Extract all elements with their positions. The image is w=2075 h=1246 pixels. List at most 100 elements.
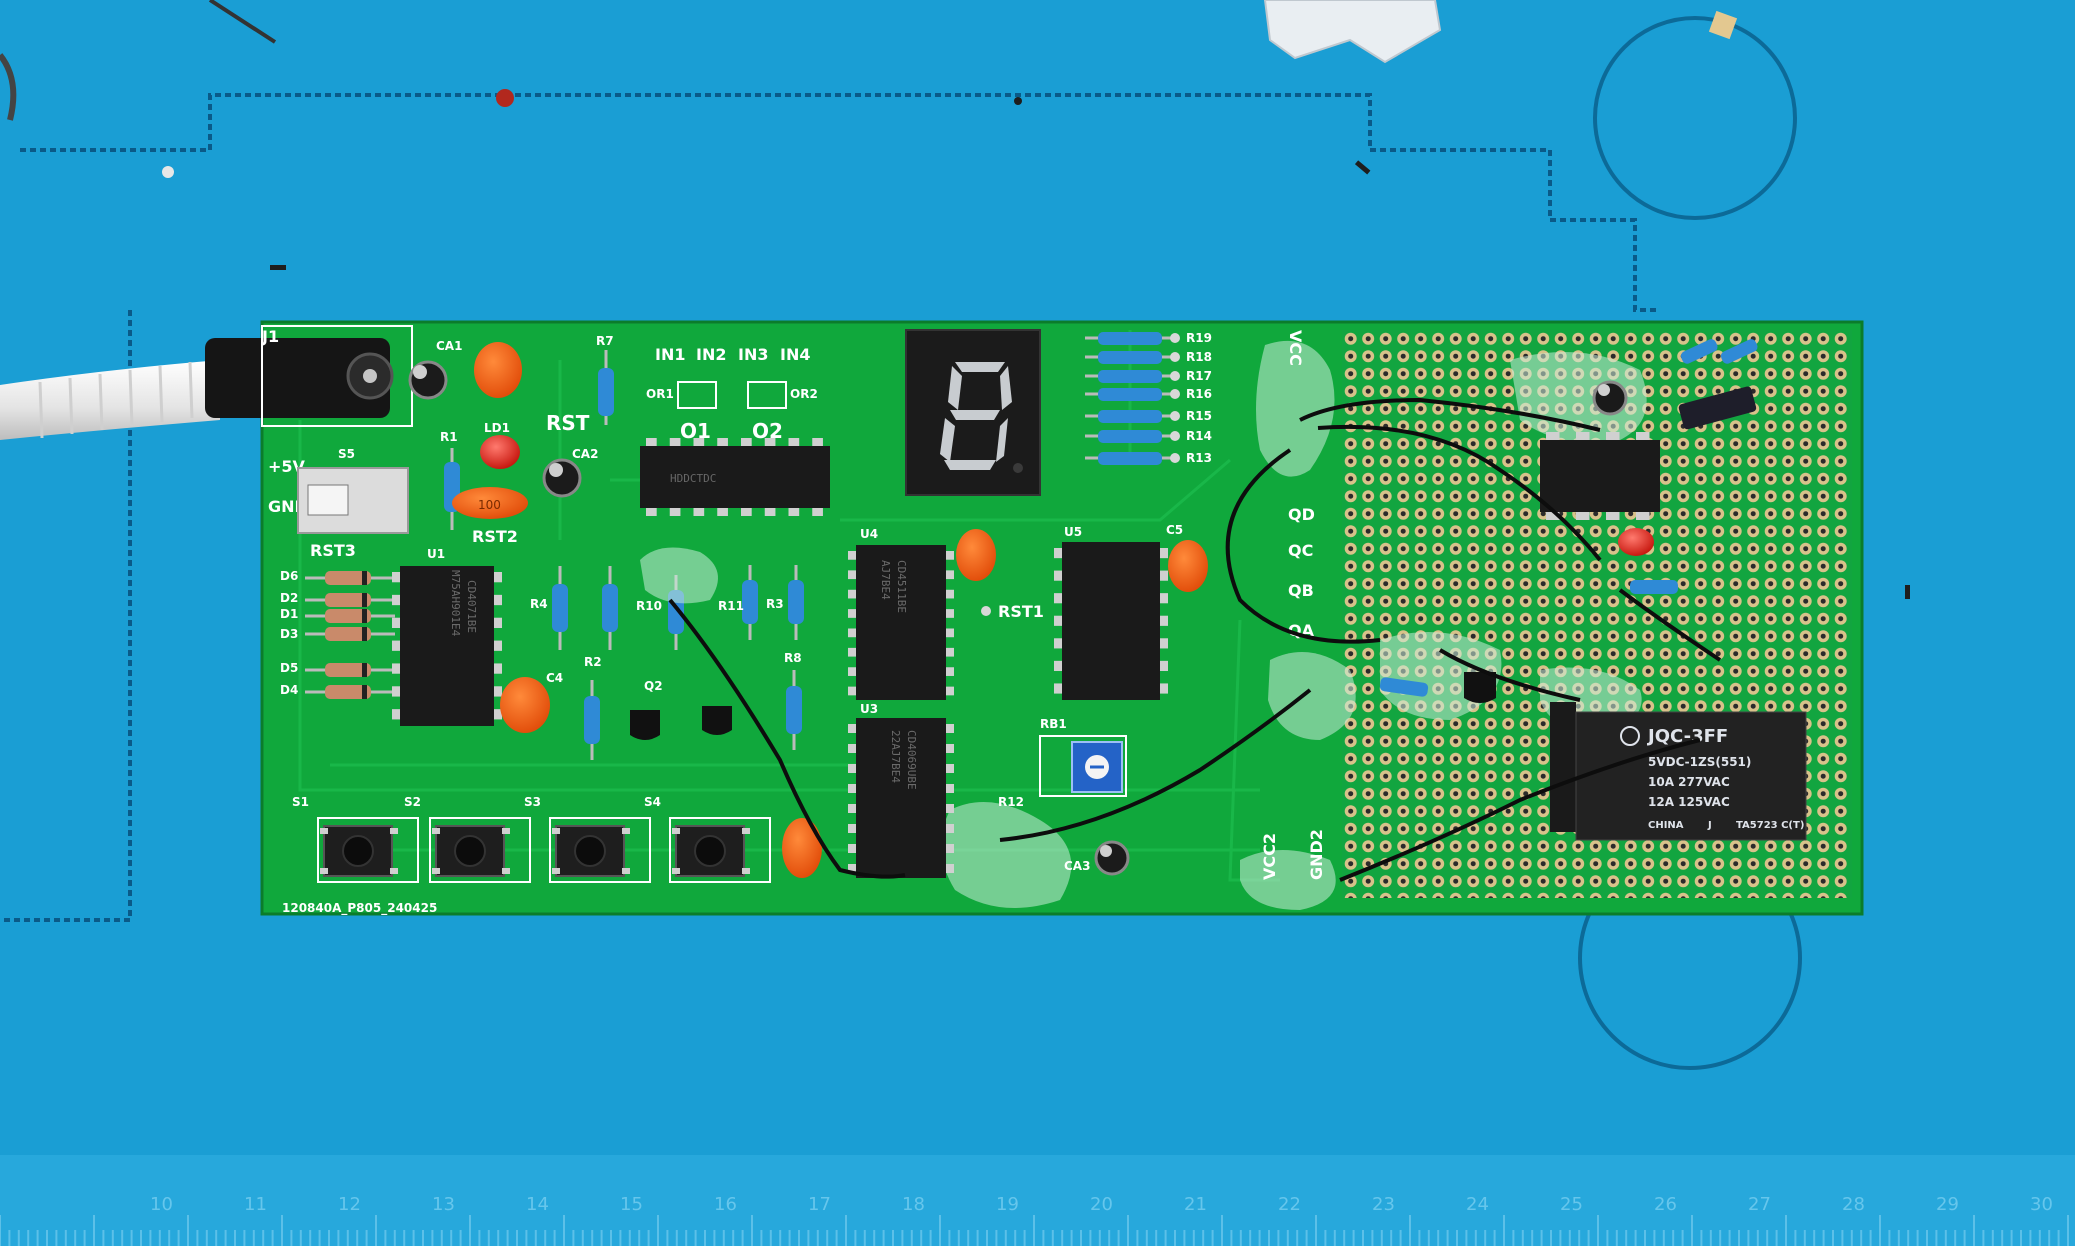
ic-pin (392, 572, 400, 583)
ic-pin (788, 508, 800, 516)
label-r14: R14 (1186, 429, 1212, 443)
ruler-number: 18 (902, 1194, 925, 1215)
ic-pin (669, 508, 681, 516)
ic-pin (1054, 570, 1062, 581)
label-rst2: RST2 (472, 527, 518, 546)
label-in3: IN3 (738, 345, 768, 364)
ic-pin (812, 508, 823, 516)
ic-pin (848, 764, 856, 773)
button-leg (672, 828, 680, 834)
ic-pin (669, 438, 681, 446)
ic-pin (848, 784, 856, 793)
resistor-body (1098, 430, 1162, 443)
resistor-r7 (598, 350, 614, 425)
diode-band (362, 685, 367, 699)
label-rst: RST (546, 411, 590, 435)
label-r2: R2 (584, 655, 602, 669)
slide-switch-knob[interactable] (307, 484, 349, 516)
label-r13: R13 (1186, 451, 1212, 465)
relay-line5: J (1707, 820, 1712, 831)
label-rst1: RST1 (998, 602, 1044, 621)
ic-pin (848, 667, 856, 676)
label-d2: D2 (280, 591, 298, 605)
push-button-cap[interactable] (342, 835, 374, 867)
label-d4: D4 (280, 683, 298, 697)
label-r16: R16 (1186, 387, 1212, 401)
ic-pin (494, 617, 502, 628)
ruler-ticks (0, 1215, 2069, 1246)
button-leg (672, 868, 680, 874)
label-r3: R3 (766, 597, 784, 611)
u3-marking-2: CD4069UBE (905, 730, 918, 790)
ic-pin (946, 686, 954, 696)
perfboard-ic-555 (1540, 432, 1660, 520)
ic-pin (1160, 683, 1168, 694)
ruler-number: 13 (432, 1194, 455, 1215)
button-outline (429, 817, 531, 883)
relay-line1: 5VDC-1ZS(551) (1648, 755, 1751, 769)
resistor-pad (1170, 389, 1180, 399)
perf-resistors (1379, 339, 1758, 697)
ic-top-marking: HDDCTDC (670, 472, 716, 485)
ic-pin (848, 686, 856, 696)
resistor-bank (1085, 332, 1180, 465)
resistor-body (1098, 452, 1162, 465)
button-outline (317, 817, 419, 883)
ic-pin (494, 594, 502, 606)
capacitor-ca3 (1094, 840, 1130, 876)
ceramic-cap-c4 (500, 677, 550, 733)
ruler-number: 16 (714, 1194, 737, 1215)
label-ca3: CA3 (1064, 859, 1090, 873)
ruler-number: 15 (620, 1194, 643, 1215)
label-rb1: RB1 (1040, 717, 1067, 731)
or2-outline (747, 381, 787, 409)
paper-scrap (1263, 0, 1442, 64)
label-ca2: CA2 (572, 447, 598, 461)
button-outline (669, 817, 771, 883)
diode-band (362, 663, 367, 677)
label-r12: R12 (998, 795, 1024, 809)
label-u3: U3 (860, 702, 878, 716)
ic-pin (946, 570, 954, 580)
relay-logo-icon (1620, 726, 1640, 746)
ic-pin (1054, 683, 1062, 694)
u1-marking-2: CD4071BE (465, 580, 478, 633)
ceramic-cap-c2 (782, 818, 822, 878)
ic-pin (1054, 660, 1062, 672)
smd-part-scrap (1708, 10, 1738, 40)
mat-circle-top (1593, 16, 1797, 220)
label-d5: D5 (280, 661, 298, 675)
ic-pin (392, 594, 400, 606)
ic-pin (1160, 615, 1168, 626)
perf-capacitor (1592, 380, 1628, 416)
push-button-cap[interactable] (574, 835, 606, 867)
diode-body (325, 571, 371, 585)
ic-pin (848, 589, 856, 599)
label-in4: IN4 (780, 345, 810, 364)
mat-debris (162, 89, 1910, 599)
label-qd: QD (1288, 505, 1315, 524)
button-leg (622, 828, 630, 834)
button-leg (502, 828, 510, 834)
label-or1: OR1 (646, 387, 674, 401)
button-leg (742, 868, 750, 874)
label-r10: R10 (636, 599, 662, 613)
ic-pin (946, 609, 954, 618)
push-button-cap[interactable] (454, 835, 486, 867)
relay-line3: 12A 125VAC (1648, 795, 1730, 809)
ic-pin (848, 628, 856, 638)
relay-jqc-3ff: JQC-3FF 5VDC-1ZS(551) 10A 277VAC 12A 125… (1550, 702, 1807, 841)
u1-marking: M75AH901E4 (449, 570, 462, 637)
label-u5: U5 (1064, 525, 1082, 539)
ruler-number: 14 (526, 1194, 549, 1215)
ic-top-horizontal: HDDCTDC (640, 438, 830, 516)
button-leg (390, 828, 398, 834)
label-5v: +5V (268, 457, 306, 476)
ic-pin (1576, 432, 1590, 440)
resistor-r11 (742, 565, 758, 640)
push-button-cap[interactable] (694, 835, 726, 867)
led-ld1 (480, 435, 520, 469)
ic-pin (1606, 432, 1620, 440)
ic-pin (494, 640, 502, 651)
ceramic-cap-rst2 (452, 487, 528, 519)
